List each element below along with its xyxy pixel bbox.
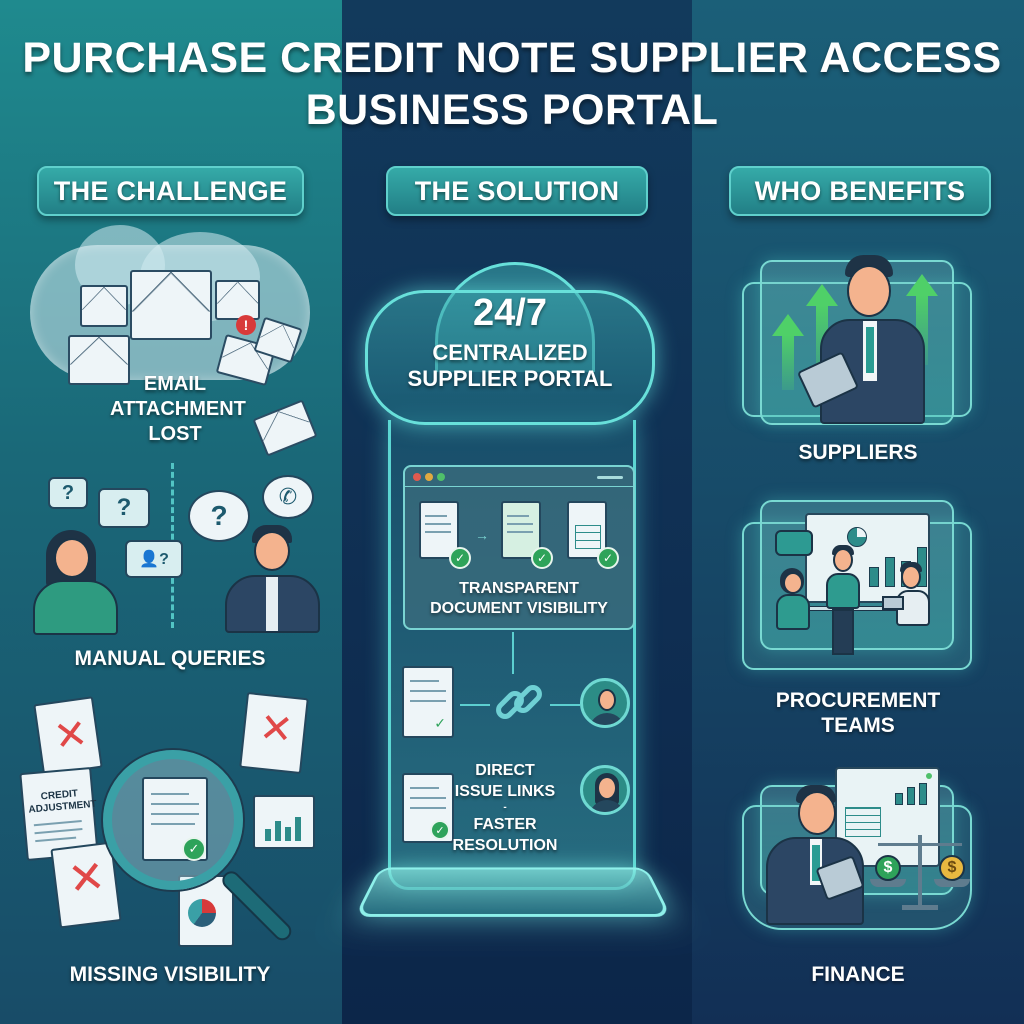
team-member-man-icon xyxy=(882,562,938,658)
dollar-coin-green: $ xyxy=(875,855,901,881)
stressed-woman-icon xyxy=(28,530,128,640)
check-icon: ✓ xyxy=(182,837,206,861)
browser-title-bar xyxy=(405,467,633,487)
finance-businessman-icon xyxy=(760,785,870,925)
envelope-icon xyxy=(215,280,260,320)
page-title-line-1: PURCHASE CREDIT NOTE SUPPLIER ACCESS xyxy=(22,34,1002,82)
balance-scale-icon: $ $ xyxy=(870,835,970,915)
team-member-presenter-icon xyxy=(818,545,868,657)
portal-base-platform xyxy=(354,867,672,917)
window-close-dot xyxy=(413,473,421,481)
section-header-benefits: WHO BENEFITS xyxy=(729,166,991,216)
portal-description: CENTRALIZED SUPPLIER PORTAL xyxy=(407,340,613,391)
question-bubble-icon: ? xyxy=(98,488,150,528)
chain-link-icon xyxy=(490,680,550,730)
avatar-man xyxy=(580,678,630,728)
challenge-label-email-attachment-lost: EMAIL ATTACHMENT LOST xyxy=(110,373,246,445)
question-bubble-icon: ? xyxy=(48,477,88,509)
question-bubble-icon: ? xyxy=(188,490,250,542)
check-icon: ✓ xyxy=(449,547,471,569)
section-header-solution: THE SOLUTION xyxy=(386,166,648,216)
connector-line xyxy=(460,704,490,706)
check-icon: ✓ xyxy=(531,547,553,569)
phone-bubble-icon: ✆ xyxy=(262,475,314,519)
alert-icon: ! xyxy=(236,315,256,335)
supplier-businessman-icon xyxy=(796,255,930,425)
envelope-icon xyxy=(68,335,130,385)
portal-cloud-icon xyxy=(365,290,655,425)
connector-line xyxy=(550,704,580,706)
benefit-label-suppliers: SUPPLIERS xyxy=(798,441,918,464)
finance-dashboard-icon xyxy=(835,767,940,867)
team-member-woman-icon xyxy=(768,568,818,658)
laptop-icon xyxy=(882,596,904,610)
check-icon: ✓ xyxy=(430,820,450,840)
envelope-icon xyxy=(130,270,212,340)
page-title-line-2: BUSINESS PORTAL xyxy=(305,86,719,134)
browser-window-icon: ✓ → ✓ ✓ TRANSPARENT DOCUMENT VISIBILITY xyxy=(403,465,635,630)
check-icon: ✓ xyxy=(597,547,619,569)
page-title: PURCHASE CREDIT NOTE SUPPLIER ACCESS BUS… xyxy=(0,32,1024,136)
chart-document-icon xyxy=(253,795,315,849)
growth-arrow-icon xyxy=(782,335,794,390)
rejected-document-icon: ✕ xyxy=(33,696,103,776)
rejected-document-icon: ✕ xyxy=(50,841,122,929)
arrow-right-icon: → xyxy=(475,527,489,543)
growth-arrow-head xyxy=(806,284,838,306)
window-maximize-dot xyxy=(437,473,445,481)
envelope-icon xyxy=(80,285,128,327)
avatar-woman xyxy=(580,765,630,815)
growth-arrow-head xyxy=(772,314,804,336)
window-minimize-dot xyxy=(425,473,433,481)
confused-man-icon xyxy=(210,525,320,635)
portal-availability: 24/7 xyxy=(473,292,547,334)
growth-arrow-head xyxy=(906,274,938,296)
chat-bubble-icon xyxy=(775,530,813,556)
benefit-label-finance: FINANCE xyxy=(811,963,905,986)
direct-issue-links-label: DIRECT ISSUE LINKS - FASTER RESOLUTION xyxy=(452,762,558,854)
rejected-document-icon: ✕ xyxy=(239,691,309,775)
section-header-challenge: THE CHALLENGE xyxy=(37,166,304,216)
magnifier-icon: ✓ xyxy=(103,750,243,890)
connector-line xyxy=(512,632,514,674)
benefit-label-procurement-teams: PROCUREMENT TEAMS xyxy=(775,689,941,737)
challenge-label-manual-queries: MANUAL QUERIES xyxy=(74,647,266,670)
verified-document-icon: ✓ xyxy=(402,666,454,738)
dollar-coin-gold: $ xyxy=(939,855,965,881)
browser-label: TRANSPARENT DOCUMENT VISIBILITY xyxy=(430,580,608,617)
spreadsheet-icon xyxy=(567,501,607,559)
challenge-label-missing-visibility: MISSING VISIBILITY xyxy=(69,963,271,986)
person-question-bubble-icon: 👤? xyxy=(125,540,183,578)
